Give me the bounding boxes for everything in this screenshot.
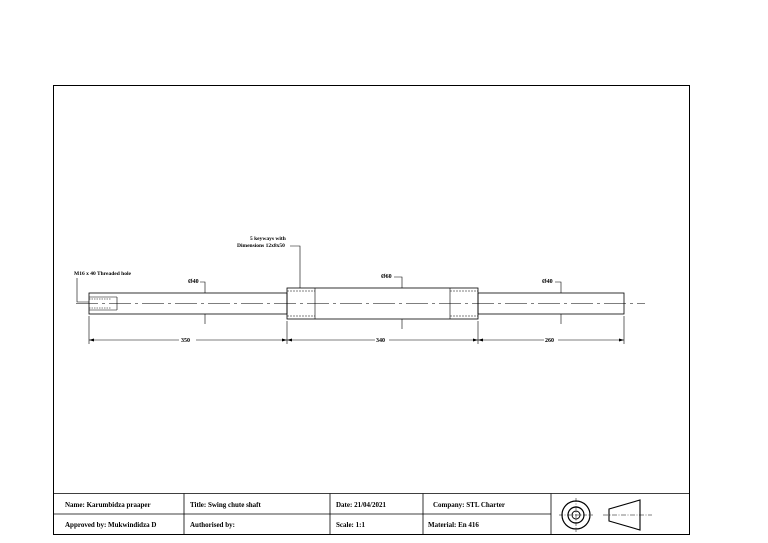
third-angle-projection-icon — [559, 498, 652, 532]
title-block-name: Name: Karumbidza praaper — [65, 501, 151, 509]
length-dimensions — [88, 316, 625, 344]
diameter-leaders — [76, 245, 562, 329]
keyway-note-line1: 5 keyways with — [250, 236, 286, 242]
title-block-scale: Scale: 1:1 — [336, 521, 365, 529]
title-block-authorised: Authorised by: — [190, 521, 235, 529]
title-block-company: Company: STL Charter — [433, 501, 505, 509]
dimension-right-length: 260 — [545, 338, 554, 344]
dimension-left-length: 350 — [181, 338, 190, 344]
diameter-label-left: Ø40 — [188, 279, 199, 285]
diameter-label-right: Ø40 — [542, 279, 553, 285]
title-block-title: Title: Swing chute shaft — [190, 501, 262, 509]
title-block — [53, 493, 689, 534]
title-block-approved: Approved by: Mukwindidza D — [65, 521, 156, 529]
title-block-material: Material: En 416 — [428, 521, 479, 529]
thread-hole-label: M16 x 40 Threaded hole — [74, 271, 131, 277]
diameter-label-middle: Ø60 — [381, 274, 392, 280]
drawing-frame — [53, 85, 690, 535]
title-block-date: Date: 21/04/2021 — [336, 501, 386, 509]
keyway-note-line2: Dimensions 12x8x50 — [237, 243, 285, 249]
dimension-middle-length: 340 — [376, 338, 385, 344]
